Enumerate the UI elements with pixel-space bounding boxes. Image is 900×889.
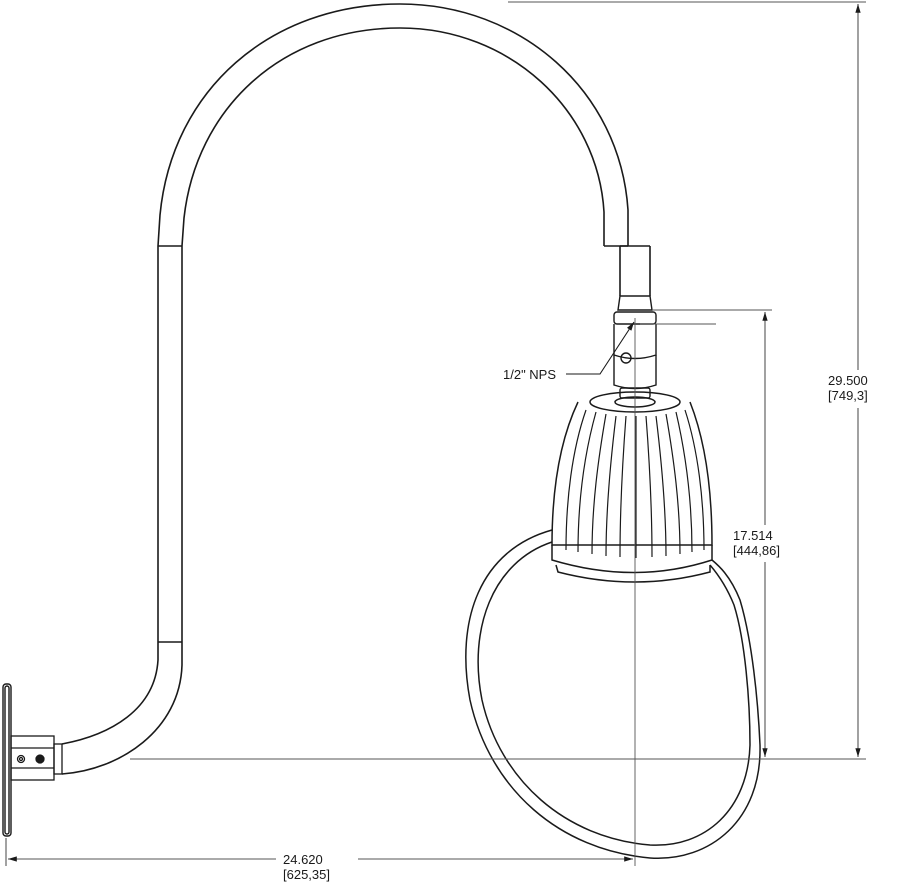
- overall-projection-label: 24.620 [625,35]: [283, 852, 330, 882]
- thread-leader: [566, 321, 635, 375]
- shade-height-mm: [444,86]: [733, 543, 780, 558]
- overall-projection-mm: [625,35]: [283, 867, 330, 882]
- lamp-shade: [465, 529, 761, 859]
- extension-lines: [5, 1, 866, 866]
- overall-height-mm: [749,3]: [828, 388, 868, 403]
- shade-height-label: 17.514 [444,86]: [733, 528, 780, 558]
- gooseneck-arm: [61, 3, 651, 775]
- dimension-lines: [8, 4, 861, 862]
- heat-sink-housing: [551, 391, 713, 583]
- overall-height-inches: 29.500: [828, 373, 868, 388]
- wall-plate: [2, 683, 12, 837]
- overall-height-label: 29.500 [749,3]: [828, 373, 868, 403]
- overall-projection-inches: 24.620: [283, 852, 323, 867]
- thread-callout: 1/2" NPS: [503, 367, 557, 382]
- mounting-bracket: [10, 735, 63, 781]
- shade-height-inches: 17.514: [733, 528, 773, 543]
